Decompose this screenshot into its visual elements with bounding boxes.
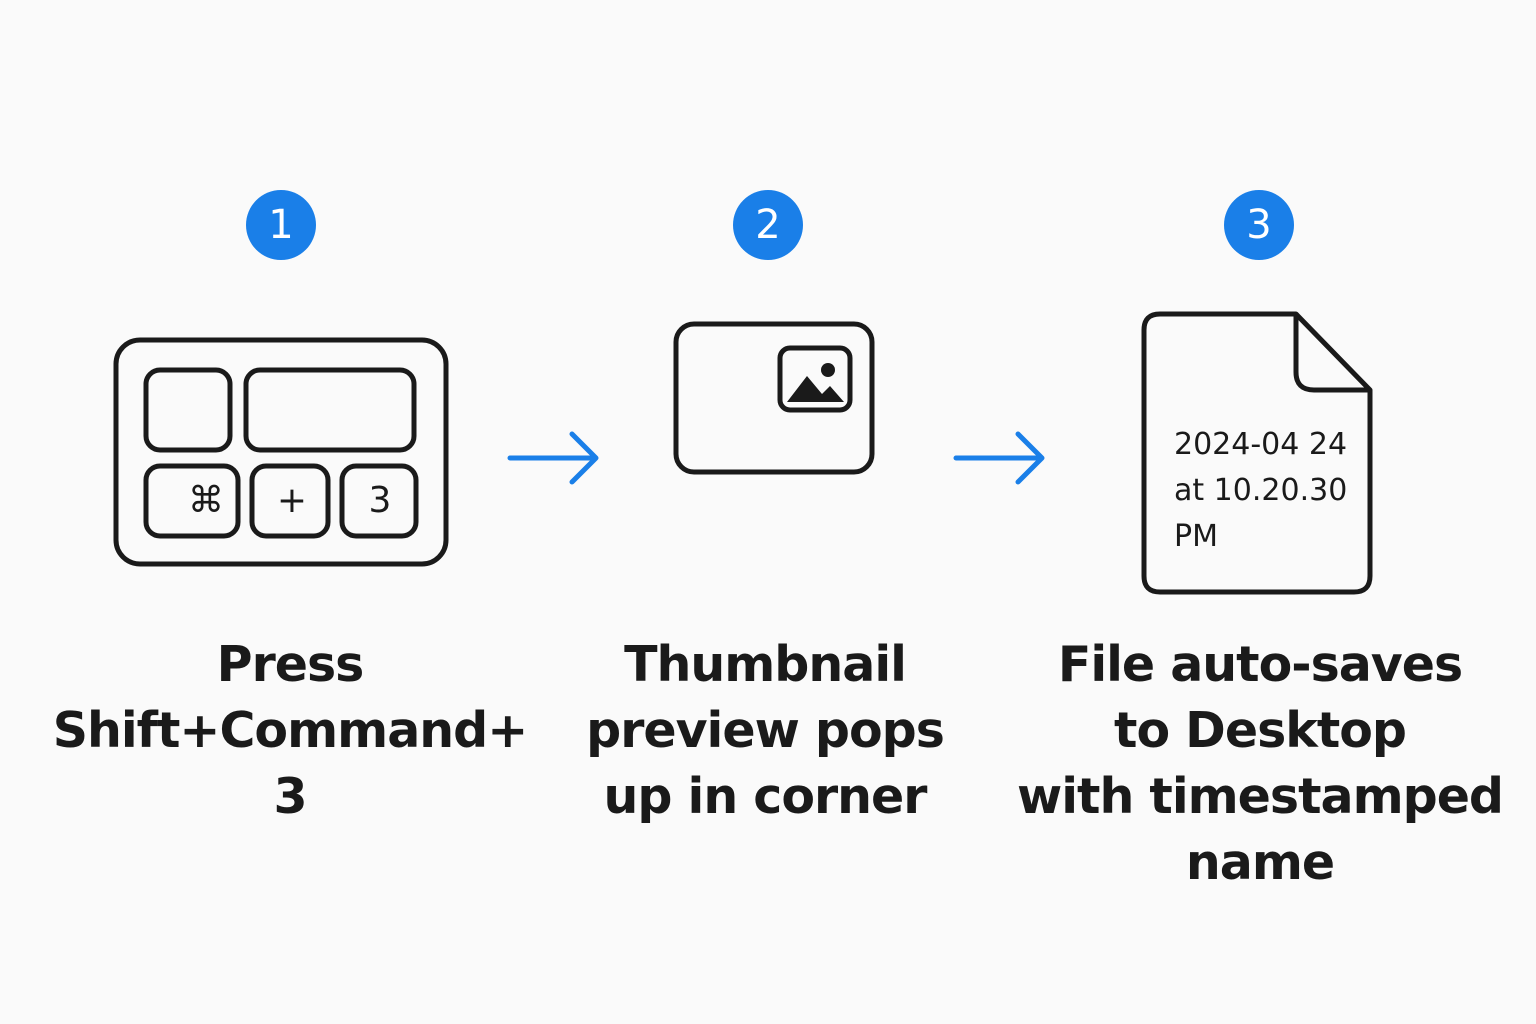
- step-3-badge: 3: [1224, 190, 1294, 260]
- three-key-label: 3: [368, 480, 392, 521]
- file-name-line: 2024-04 24: [1174, 427, 1348, 462]
- step-2-caption: Thumbnail preview pops up in corner: [540, 632, 990, 830]
- document-icon: [1141, 311, 1373, 595]
- plus-key-label: +: [276, 480, 308, 521]
- caption-line: Shift+Command+: [52, 702, 529, 759]
- caption-line: 3: [273, 768, 307, 825]
- file-name-line: PM: [1174, 519, 1218, 554]
- caption-line: name: [1185, 834, 1335, 891]
- caption-line: File auto-saves: [1057, 636, 1463, 693]
- caption-line: preview pops: [586, 702, 945, 759]
- arrow-right-icon: [953, 431, 1045, 485]
- file-name-line: at 10.20.30: [1174, 473, 1348, 508]
- step-1-caption: Press Shift+Command+ 3: [40, 632, 540, 830]
- step-1-badge: 1: [246, 190, 316, 260]
- command-key: [143, 463, 241, 539]
- thumbnail-icon: [673, 321, 875, 475]
- keyboard-icon: [113, 337, 449, 567]
- caption-line: Thumbnail: [624, 636, 907, 693]
- file-name-label: 2024-04 24 at 10.20.30 PM: [1174, 422, 1364, 560]
- caption-line: with timestamped: [1016, 768, 1504, 825]
- caption-line: up in corner: [603, 768, 928, 825]
- image-icon: [787, 363, 844, 402]
- command-key-label: ⌘: [188, 480, 224, 521]
- step-3-caption: File auto-saves to Desktop with timestam…: [1010, 632, 1510, 896]
- plus-key: [249, 463, 331, 539]
- three-key: [339, 463, 419, 539]
- caption-line: Press: [216, 636, 365, 693]
- caption-line: to Desktop: [1114, 702, 1407, 759]
- arrow-right-icon: [507, 431, 599, 485]
- step-2-badge: 2: [733, 190, 803, 260]
